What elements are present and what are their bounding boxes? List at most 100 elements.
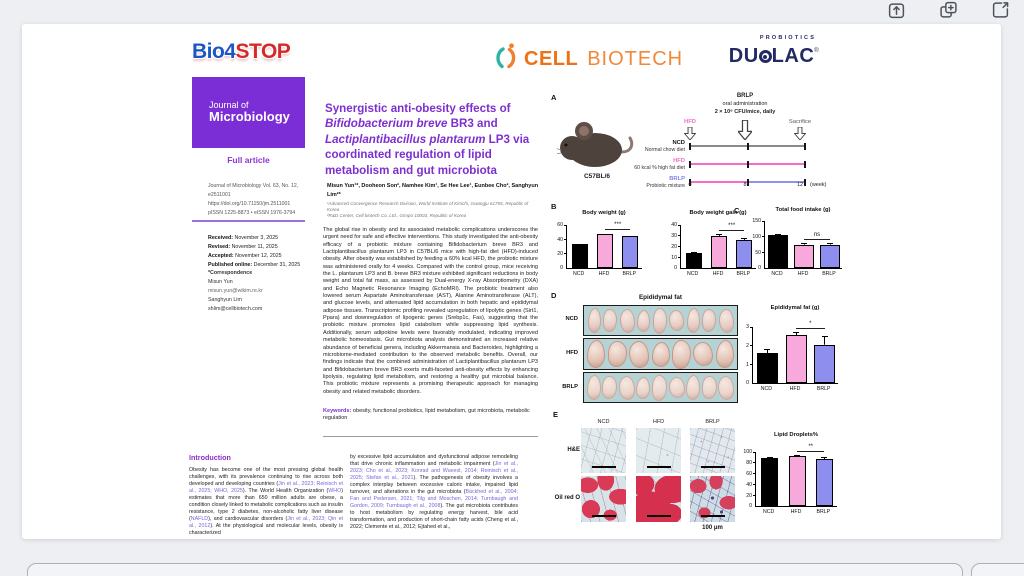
significance-label: *** [614, 221, 622, 228]
affiliation-1: ¹Advanced Convergence Research Division,… [327, 201, 529, 212]
chart-title: Total food intake (g) [775, 207, 831, 213]
share-up-icon[interactable] [887, 1, 906, 19]
axis-tick-8: 8 [743, 182, 747, 188]
y-tick-mark [564, 253, 567, 255]
panel-a-study-design: C57BL/6 BRLP oral administration 2 × 10⁹… [548, 90, 860, 194]
admin-dose: 2 × 10⁹ CFU/mice, daily [714, 109, 776, 115]
admin-brlp: BRLP [736, 93, 754, 99]
x-category-label: NCD [771, 270, 783, 277]
citation-link[interactable]: Bäckhed et al., 2004; Fan and Pedersen, … [350, 489, 518, 509]
y-tick-label: 40 [557, 236, 563, 243]
bar-brlp [814, 344, 836, 383]
timeline-tick [689, 160, 691, 168]
significance-label: * [809, 321, 812, 328]
citation-line: Journal of Microbiology Vol. 63, No. 12,… [208, 183, 299, 198]
correspondent-email[interactable]: misun.yun@wikim.re.kr [208, 288, 263, 294]
journal-of-microbiology-box: Journal of Microbiology [192, 77, 305, 148]
y-tick-label: 100 [752, 234, 761, 241]
correspondence-label: *Correspondence [208, 270, 253, 276]
axis-tick-0: 0 [688, 182, 692, 188]
timeline-line [689, 160, 806, 168]
chart-plot-area: ** [753, 444, 837, 507]
keywords-values: obesity, functional probiotics, lipid me… [323, 408, 530, 422]
bar-hfd [794, 244, 814, 268]
received-value: November 3, 2025 [233, 235, 279, 241]
chart-title: Epididymal fat (g) [770, 305, 820, 311]
strip-label-ncd: NCD [565, 316, 578, 322]
fat-pad-photo [686, 308, 700, 333]
fat-pad-photo [607, 341, 627, 367]
y-tick-label: 40 [671, 222, 677, 229]
error-bar [821, 456, 828, 460]
registered-mark: ® [814, 48, 820, 54]
error-bar [741, 238, 748, 241]
abstract-text: The global rise in obesity and its assoc… [323, 227, 538, 395]
fat-pad-photo [618, 375, 635, 400]
doi-link[interactable]: https://doi.org/10.71150/jm.2511001 [208, 201, 291, 207]
duolac-probiotics-label: PROBIOTICS [759, 35, 817, 41]
error-bar [794, 455, 800, 457]
bar-ncd [761, 458, 779, 506]
citation-link[interactable]: Jin et al., 2023; Qin et al., 2012 [189, 516, 343, 529]
revised-value: November 11, 2025 [230, 244, 278, 250]
y-tick-label: 0 [746, 380, 749, 387]
bar-ncd [768, 235, 788, 268]
chart-plot-area: ns [762, 220, 842, 269]
full-article-label: Full article [227, 155, 270, 165]
group-name: NCD [672, 140, 685, 146]
y-tick-label: 40 [746, 481, 752, 488]
correspondent-name: Sanghyun Lim [208, 297, 242, 303]
correspondent-email[interactable]: shlim@cellbiotech.com [208, 306, 263, 312]
new-window-icon[interactable] [939, 1, 958, 19]
error-bar [821, 336, 828, 345]
bar-brlp [815, 459, 833, 506]
y-tick-label: 0 [749, 503, 752, 510]
citation-link[interactable]: Jin et al., 2023; Cho et al., 2023; Konr… [350, 461, 518, 481]
x-category-label: NCD [687, 270, 699, 277]
y-tick-label: 0 [758, 265, 761, 272]
timeline-tick [804, 160, 806, 168]
down-arrow-icon [794, 127, 806, 140]
export-page-icon[interactable] [991, 1, 1010, 19]
y-tick-mark [762, 220, 765, 222]
authors-line: Misun Yun¹*, Dooheon Son², Namhee Kim¹, … [327, 183, 539, 198]
timeline-row-ncd: NCD Normal chow diet [548, 140, 860, 158]
fat-pad-photo [652, 307, 667, 334]
fat-pad-photo [686, 375, 701, 400]
timeline-tick [689, 142, 691, 150]
citation-link[interactable]: Jin et al., 2023; Reinisch et al., 2025;… [189, 481, 343, 494]
epididymal-fat-title: Epididymal fat [638, 294, 683, 301]
chart-title: Body weight (g) [582, 210, 626, 216]
error-bar [766, 457, 773, 459]
bottom-window-edge-right[interactable] [971, 563, 1024, 576]
fat-pad-photo-strip-ncd [583, 305, 738, 336]
dates-block: Received: November 3, 2025 Revised: Nove… [208, 234, 320, 270]
he-image-hfd [636, 428, 681, 473]
significance-bracket: * [796, 321, 825, 330]
journal-box-line1: Journal of [209, 100, 249, 110]
published-date: Published online: December 31, 2025 [208, 261, 320, 270]
introduction-heading: Introduction [189, 453, 231, 462]
cellbiotech-logo-biotech: BIOTECH [587, 48, 684, 70]
y-tick-label: 10 [671, 254, 677, 261]
y-tick-mark [678, 246, 681, 247]
error-bar [793, 332, 799, 336]
y-tick-label: 100 [743, 449, 752, 456]
y-tick-mark [753, 494, 756, 496]
oil-red-o-image-brlp [690, 476, 735, 522]
hfd-start-label: HFD [684, 119, 696, 125]
citation-link[interactable]: WHO [328, 488, 342, 494]
citation-link[interactable]: NAFLD [190, 516, 209, 522]
bottom-window-edge-left[interactable] [27, 563, 963, 576]
bio4stop-logo-blue: Bio4 [192, 40, 236, 63]
fat-pad-photo [637, 309, 650, 332]
scale-bar [646, 465, 671, 468]
x-category-label: BRLP [622, 270, 637, 277]
axis-unit-week: (week) [810, 182, 827, 188]
